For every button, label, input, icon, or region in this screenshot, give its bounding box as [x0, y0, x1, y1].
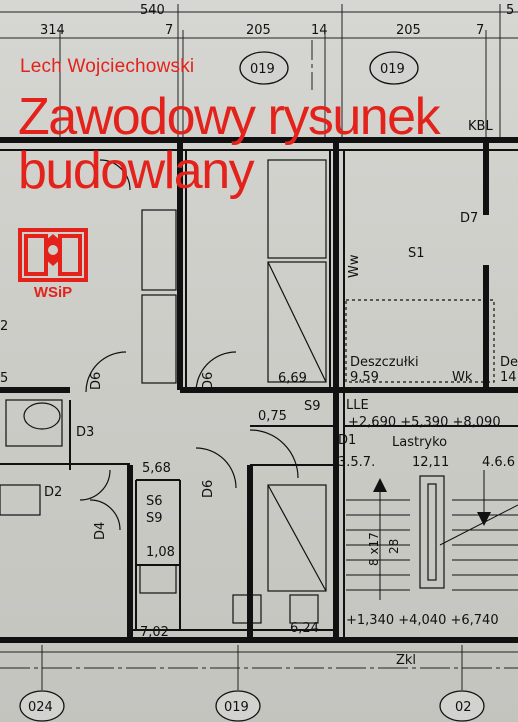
level-note: 5 — [0, 371, 8, 386]
door-label: S9 — [146, 511, 163, 526]
door-label: D6 — [89, 372, 104, 390]
axis-label: 019 — [380, 62, 405, 77]
dimension-text: 205 — [396, 23, 421, 38]
room-label: S1 — [408, 246, 425, 261]
stairs-note: 8 x17 — [367, 532, 381, 566]
room-label: Wk — [452, 370, 473, 385]
axis-label: 019 — [224, 700, 249, 715]
room-label: Ww — [347, 254, 362, 278]
room-label: KBL — [468, 119, 493, 134]
axis-label: 024 — [28, 700, 53, 715]
title-line-2: budowlany — [18, 142, 255, 200]
door-label: D3 — [76, 425, 94, 440]
dimension-text: 314 — [40, 23, 65, 38]
door-label: D6 — [201, 480, 216, 498]
door-label: D1 — [338, 433, 356, 448]
area-label: 1,08 — [146, 545, 175, 560]
level-note: 2 — [0, 319, 8, 334]
author-name: Lech Wojciechowski — [20, 56, 195, 77]
area-label: 7,02 — [140, 625, 169, 640]
door-label: LLE — [346, 398, 369, 413]
area-label: 6,24 — [290, 621, 319, 636]
area-label: 5,68 — [142, 461, 171, 476]
room-label: 9,59 — [350, 370, 379, 385]
door-label: S6 — [146, 494, 163, 509]
door-label: S9 — [304, 399, 321, 414]
dimension-text: 7 — [165, 23, 173, 38]
wsip-emblem-icon — [18, 228, 88, 282]
room-label: D7 — [460, 211, 478, 226]
publisher-logo: WSiP — [18, 228, 88, 304]
room-label: Deszczułki — [350, 355, 419, 370]
axis-label: 02 — [455, 700, 472, 715]
dimension-text: 5 — [506, 3, 514, 18]
level-note: Zkl — [396, 653, 416, 668]
title-line-1: Zawodowy rysunek — [18, 88, 441, 146]
book-title: Zawodowy rysunek budowlany — [18, 88, 441, 200]
room-label: 12,11 — [412, 455, 449, 470]
dimension-text: 14 — [311, 23, 328, 38]
level-note: 3.5.7. — [338, 455, 375, 470]
room-label: 4.6.6 — [482, 455, 515, 470]
dimension-text: 7 — [476, 23, 484, 38]
door-label: D6 — [201, 372, 216, 390]
stairs-note: 28 — [387, 539, 401, 554]
level-note: +2,690 +5,390 +8,090 — [348, 415, 501, 430]
room-label: De — [500, 355, 518, 370]
axis-label: 019 — [250, 62, 275, 77]
publisher-name: WSiP — [33, 284, 73, 301]
level-note: +1,340 +4,040 +6,740 — [346, 613, 499, 628]
door-label: D2 — [44, 485, 62, 500]
room-label: 14 — [500, 370, 517, 385]
area-label: 6,69 — [278, 371, 307, 386]
dimension-text: 540 — [140, 3, 165, 18]
dimension-text: 205 — [246, 23, 271, 38]
area-label: 0,75 — [258, 409, 287, 424]
door-label: D4 — [93, 522, 108, 540]
room-label: Lastryko — [392, 435, 447, 450]
